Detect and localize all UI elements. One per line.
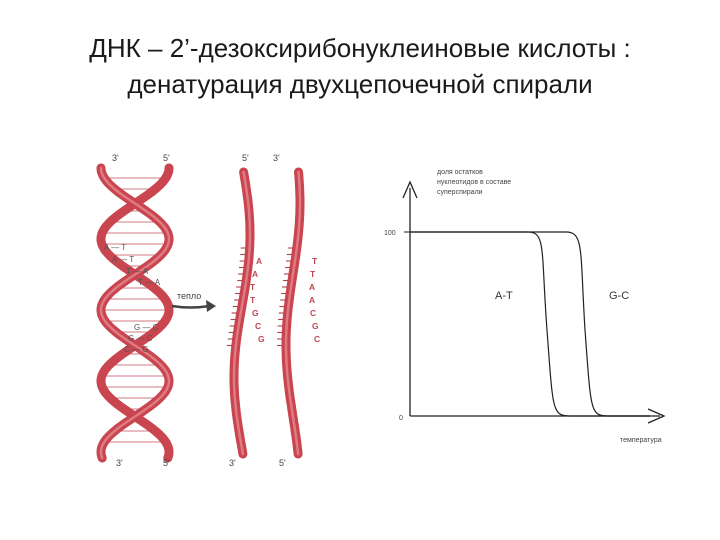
pair-label-5: G — C [134,323,159,332]
strand-2-base-2: T [310,269,316,279]
slide-title: ДНК – 2’-дезоксирибонуклеиновые кислоты … [20,30,700,102]
y-axis-arrowhead [402,180,418,199]
heat-label: тепло [177,291,201,301]
separated-strands [226,167,305,459]
curve-at [410,231,650,417]
strand-2-base-5: C [310,308,316,318]
strand-1-base-2: A [252,269,258,279]
curve-gc [410,231,650,417]
melting-graph [402,180,666,424]
title-line-1: ДНК – 2’-дезоксирибонуклеиновые кислоты … [89,33,631,63]
strand-2-base-4: A [309,295,315,305]
strand-1-base-4: T [250,295,256,305]
strand-1-base-1: A [256,256,262,266]
y-label-line-1: доля остатков [437,169,483,176]
pair-labels: A — T A — T T — A T — A G — C G — C C — … [104,243,161,354]
y-label-line-3: суперспирали [437,189,483,196]
strand-1-base-5: G [252,308,259,318]
pair-label-2: A — T [112,255,134,264]
pair-label-4: T — A [138,278,161,287]
strand-1-bases: A A T T G C G [250,256,265,344]
x-axis-label: температура [620,437,662,444]
strand-2-bottom-label: 5' [279,458,286,468]
helix-bottom-right-label: 5' [163,458,170,468]
pair-label-6: G — C [128,334,153,343]
y-label-line-2: нуклеотидов в составе [437,179,511,186]
strand-1-base-3: T [250,282,256,292]
strand-1-base-6: C [255,321,261,331]
strand-2-ticks [277,247,293,347]
strand-1-highlight [232,170,252,456]
curve-label-gc: G-C [609,290,629,302]
strand-1-base-7: G [258,334,265,344]
strand-2-highlight [284,170,302,456]
helix-strand-back [96,163,174,463]
strand-2-base-1: T [312,256,318,266]
y-tick-label-0: 0 [399,415,403,422]
helix-strand-highlight [99,166,171,460]
y-tick-label-100: 100 [384,230,396,237]
y-axis-label: доля остатков нуклеотидов в составе супе… [437,169,511,196]
pair-label-3: T — A [126,267,149,276]
helix-top-right-label: 5' [163,153,170,163]
pair-label-1: A — T [104,243,126,252]
strand-1-ticks [226,247,246,347]
curve-label-at: A-T [495,290,513,302]
double-helix [96,163,174,463]
helix-bottom-left-label: 3' [116,458,123,468]
strand-2-base-3: A [309,282,315,292]
heat-arrow [171,300,216,312]
strand-1-bottom-label: 3' [229,458,236,468]
pair-label-7: C — G [124,345,148,354]
strand-2-base-6: G [312,321,319,331]
title-line-2: денатурация двухцепочечной спирали [127,69,593,99]
strand-2-bases: T T A A C G C [309,256,320,344]
strand-2-base-7: C [314,334,320,344]
strand-1-top-label: 5' [242,153,249,163]
x-axis-arrowhead [647,408,666,424]
helix-top-left-label: 3' [112,153,119,163]
strand-2-top-label: 3' [273,153,280,163]
